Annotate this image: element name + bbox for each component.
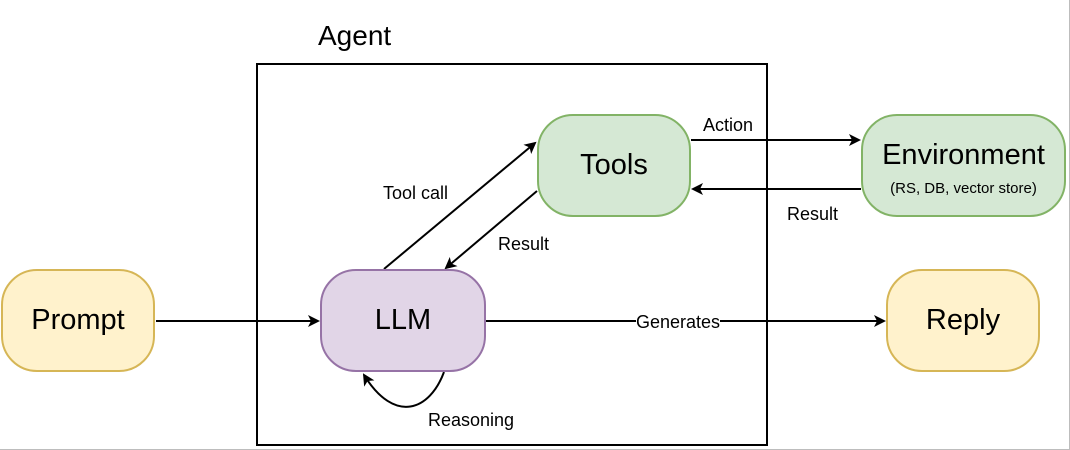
tool-call-label: Tool call bbox=[383, 183, 449, 203]
tool-call-arrow bbox=[383, 141, 537, 270]
agent-boundary bbox=[256, 63, 768, 446]
generates-label: Generates bbox=[636, 312, 721, 332]
tools-result-arrow bbox=[444, 190, 538, 270]
action-label: Action bbox=[703, 115, 754, 135]
environment-node: Environment (RS, DB, vector store) bbox=[861, 114, 1066, 217]
environment-label: Environment bbox=[882, 138, 1045, 171]
reasoning-loop-arrow bbox=[362, 371, 445, 408]
reply-node: Reply bbox=[886, 269, 1040, 372]
tools-result-label: Result bbox=[498, 234, 550, 254]
environment-sublabel: (RS, DB, vector store) bbox=[890, 179, 1037, 197]
environment-result-label: Result bbox=[787, 204, 839, 224]
prompt-node: Prompt bbox=[1, 269, 155, 372]
tools-label: Tools bbox=[580, 149, 648, 181]
reply-label: Reply bbox=[925, 304, 1001, 336]
llm-node: LLM bbox=[320, 269, 486, 372]
tools-node: Tools bbox=[537, 114, 691, 217]
prompt-label: Prompt bbox=[31, 304, 125, 336]
llm-label: LLM bbox=[374, 304, 432, 336]
agent-title: Agent bbox=[318, 20, 392, 51]
reasoning-label: Reasoning bbox=[428, 410, 515, 430]
